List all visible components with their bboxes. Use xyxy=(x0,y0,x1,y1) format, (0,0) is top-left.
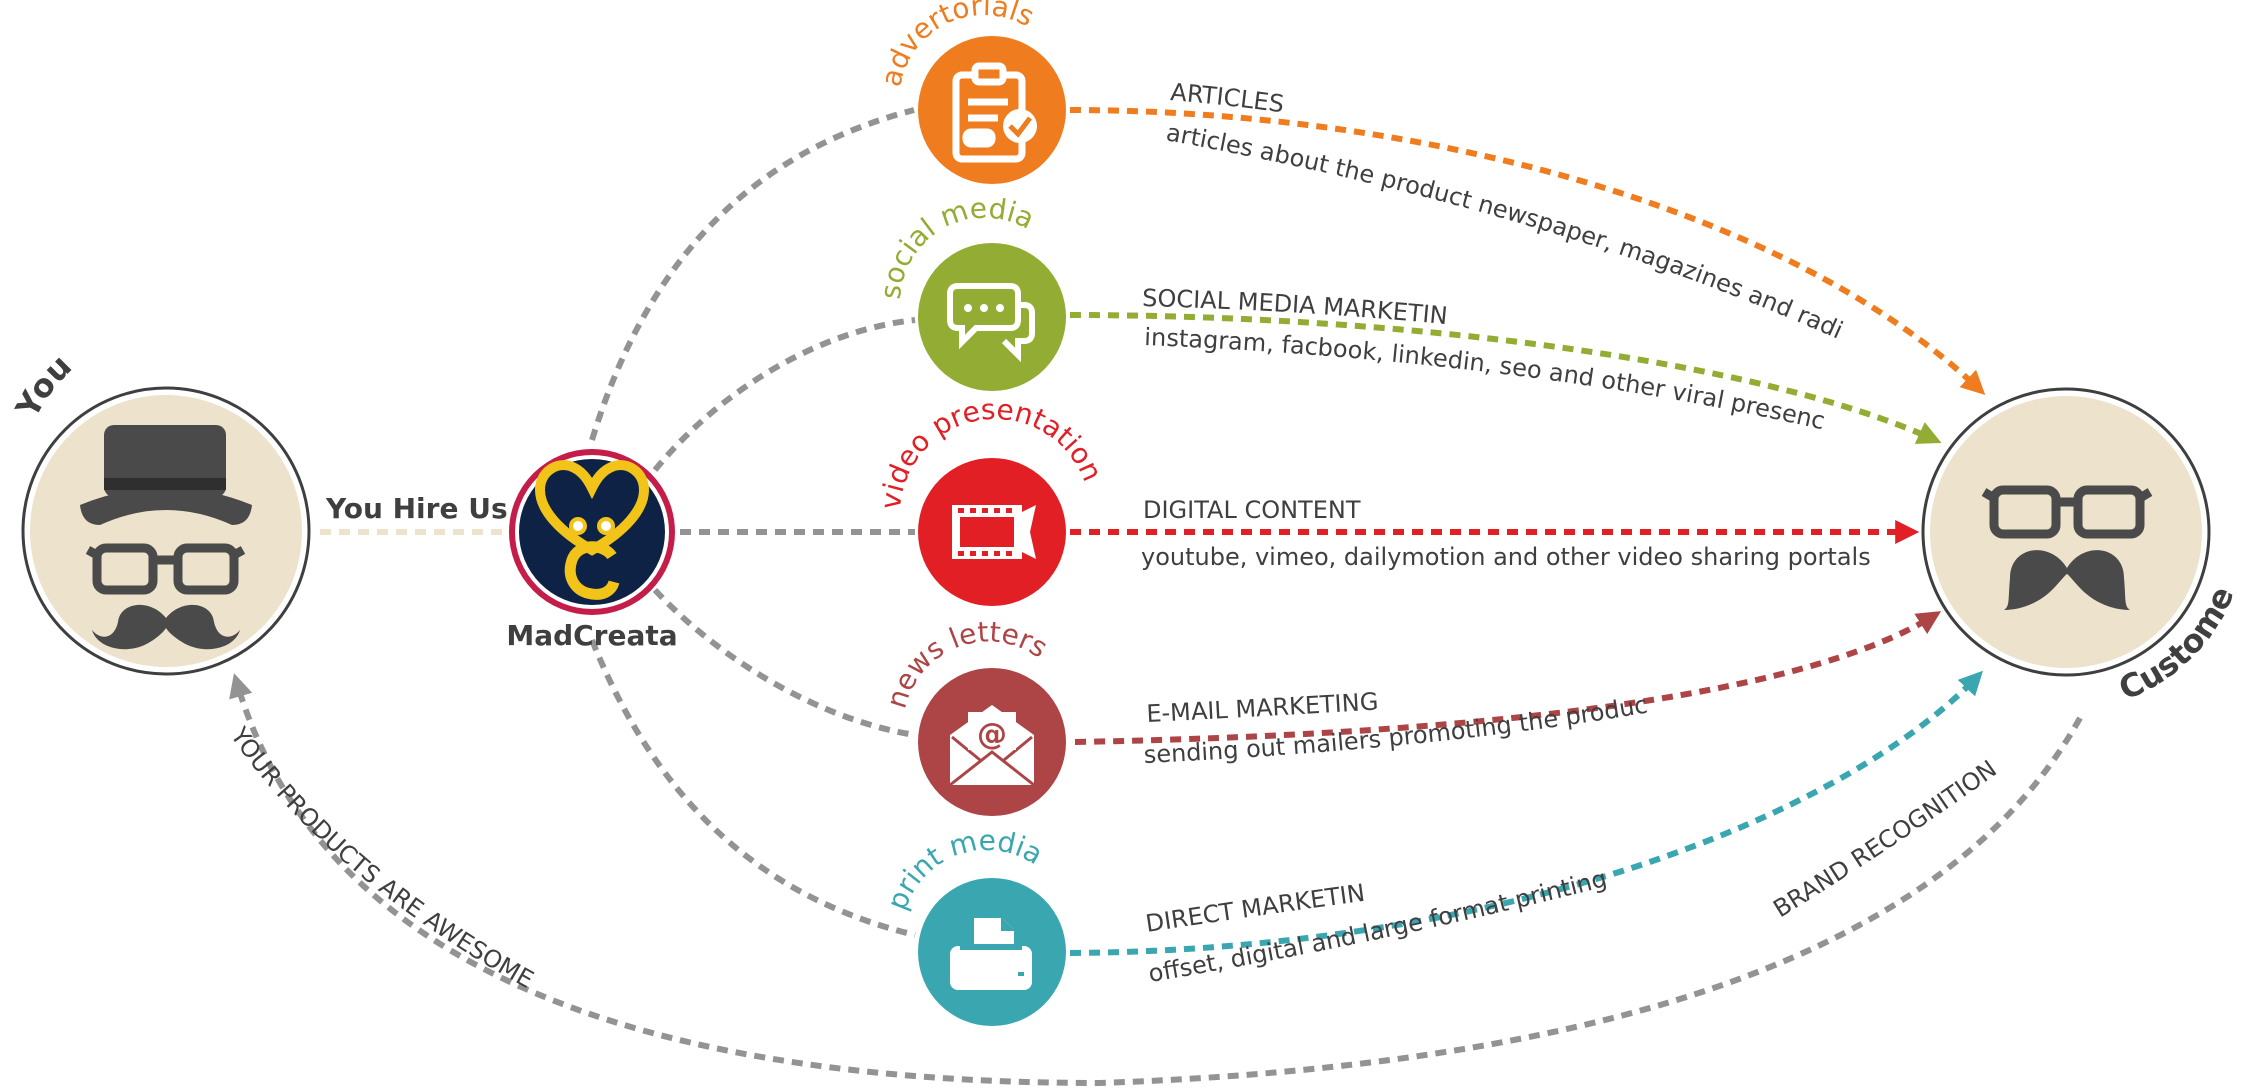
email-envelope-icon: @ xyxy=(949,705,1035,787)
you-label: You xyxy=(8,347,79,425)
arrow-print-media-to-customer xyxy=(1069,670,1983,956)
chat-bubbles-icon xyxy=(947,283,1035,363)
agency-logo xyxy=(509,449,675,615)
connector-to-print-media xyxy=(589,638,916,938)
channel-desc-digital-content: youtube, vimeo, dailymotion and other vi… xyxy=(1141,543,1871,571)
channel-video-presentation xyxy=(918,458,1066,606)
glasses-icon xyxy=(1981,485,2153,539)
channel-social-media xyxy=(918,243,1066,391)
connector-to-news-letters xyxy=(652,587,916,738)
customer-label: Customer xyxy=(0,0,2242,708)
channel-news-letters: @ xyxy=(918,668,1066,816)
you-node xyxy=(21,386,311,676)
connector-to-advertorials xyxy=(589,107,915,441)
letter-c-mark xyxy=(564,541,620,600)
arrow-social-media-to-customer xyxy=(1069,312,1942,444)
customer-node xyxy=(1921,387,2211,677)
feedback-left-label: YOUR PRODUCTS ARE AWESOME xyxy=(224,721,538,993)
channel-desc-email-marketing: sending out mailers promoting the produc… xyxy=(0,0,1649,769)
feedback-arrow-to-you xyxy=(229,673,2083,1087)
channel-advertorials xyxy=(918,36,1066,184)
mustache-icon xyxy=(2004,550,2130,610)
you-hire-us-label: You Hire Us xyxy=(325,492,508,525)
svg-text:@: @ xyxy=(977,717,1007,752)
heart-mark-icon xyxy=(534,460,650,556)
channel-title-email-marketing: E-MAIL MARKETING xyxy=(1146,688,1379,728)
glasses-icon xyxy=(85,543,246,595)
mustache-icon xyxy=(92,604,240,650)
clipboard-check-icon xyxy=(952,62,1037,163)
agency-name: MadCreata xyxy=(506,619,677,652)
channel-title-digital-content: DIGITAL CONTENT xyxy=(1143,496,1361,524)
top-hat-icon xyxy=(80,425,252,525)
channel-title-social-media-marketing: SOCIAL MEDIA MARKETING xyxy=(0,0,1449,330)
feedback-right-label: BRAND RECOGNITION xyxy=(1768,755,2001,923)
channel-print-media xyxy=(918,878,1066,1026)
connector-to-social-media xyxy=(652,317,916,472)
printer-icon xyxy=(950,918,1032,990)
film-strip-icon xyxy=(952,505,1036,559)
